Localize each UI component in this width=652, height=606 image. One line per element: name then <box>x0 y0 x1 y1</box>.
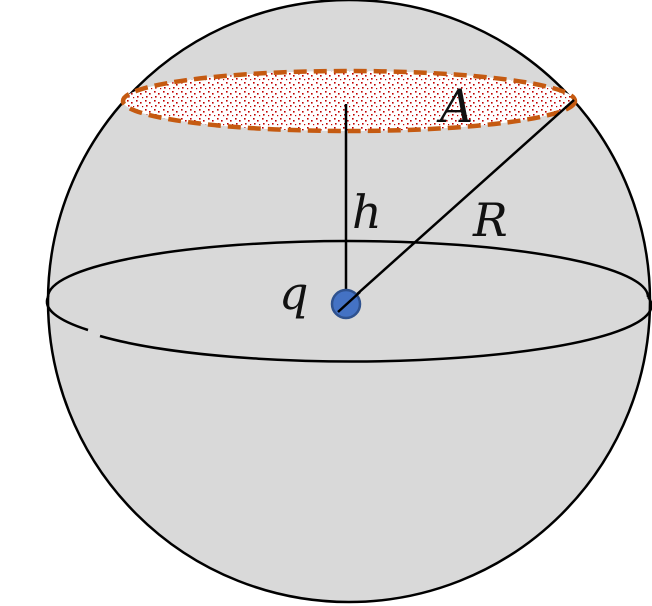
equator-front-left-arc <box>45 296 89 332</box>
height-label: h <box>352 185 382 239</box>
equator-front-arc <box>99 296 652 363</box>
cap-area <box>120 68 578 134</box>
charge-label: q <box>279 266 308 320</box>
radius-line <box>345 99 575 305</box>
area-label: A <box>436 79 473 133</box>
radius-label: R <box>472 193 508 247</box>
radius-line-over-charge <box>337 291 361 313</box>
equator-back-arc <box>46 239 650 298</box>
